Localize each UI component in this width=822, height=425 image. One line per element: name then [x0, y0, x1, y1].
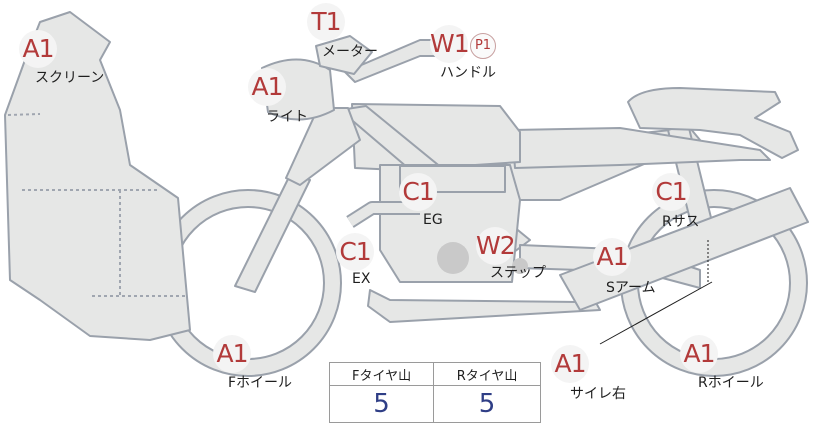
- front-wheel-label: Fホイール: [228, 375, 293, 391]
- rear-suspension-grade-badge: C1: [652, 173, 690, 211]
- swing-arm-grade-badge: A1: [593, 238, 631, 276]
- step-grade-badge: W2: [476, 227, 516, 265]
- silencer-leader: [599, 281, 713, 345]
- silencer: [559, 187, 809, 311]
- lower-exhaust: [367, 289, 601, 323]
- engine-grade-badge: C1: [399, 173, 437, 211]
- handle-sub-grade-badge: P1: [470, 33, 496, 59]
- front-fairing: [4, 11, 191, 341]
- exhaust-label: EX: [352, 271, 371, 287]
- handle-grade-badge: W1: [430, 25, 470, 63]
- seat: [511, 127, 771, 169]
- tread-value-row: 5 5: [328, 385, 541, 423]
- exhaust-grade-badge: C1: [336, 233, 374, 271]
- tire-tread-table: Fタイヤ山 Rタイヤ山 5 5: [328, 362, 541, 423]
- meter-label: メーター: [322, 44, 378, 60]
- fairing-seam-1: [7, 113, 41, 116]
- engine-label: EG: [423, 212, 443, 228]
- foot-peg: [437, 242, 469, 274]
- light-label: ライト: [266, 109, 308, 125]
- tread-header-row: Fタイヤ山 Rタイヤ山: [328, 362, 541, 386]
- fork-upper: [285, 107, 361, 186]
- rear-tread-value: 5: [433, 385, 541, 423]
- step-label: ステップ: [490, 265, 546, 281]
- silencer-right-label: サイレ右: [570, 386, 626, 402]
- front-wheel-grade-badge: A1: [213, 335, 251, 373]
- exhaust-pipe-inner: [347, 203, 420, 227]
- rear-suspension-label: Rサス: [662, 214, 700, 230]
- rear-wheel-label: Rホイール: [698, 375, 764, 391]
- tail-cowl: [627, 87, 799, 159]
- screen-label: スクリーン: [35, 70, 105, 86]
- rear-wheel-grade-badge: A1: [680, 335, 718, 373]
- front-tread-header: Fタイヤ山: [328, 362, 435, 386]
- front-tread-value: 5: [328, 385, 435, 423]
- rear-tread-header: Rタイヤ山: [433, 362, 541, 386]
- swing-arm-label: Sアーム: [606, 280, 656, 296]
- foot-peg-small: [512, 258, 528, 274]
- silencer-right-grade-badge: A1: [551, 345, 589, 383]
- light-grade-badge: A1: [248, 68, 286, 106]
- screen-grade-badge: A1: [19, 30, 57, 68]
- meter-grade-badge: T1: [307, 3, 345, 41]
- meter-body: [315, 35, 373, 75]
- handle-label: ハンドル: [440, 65, 496, 81]
